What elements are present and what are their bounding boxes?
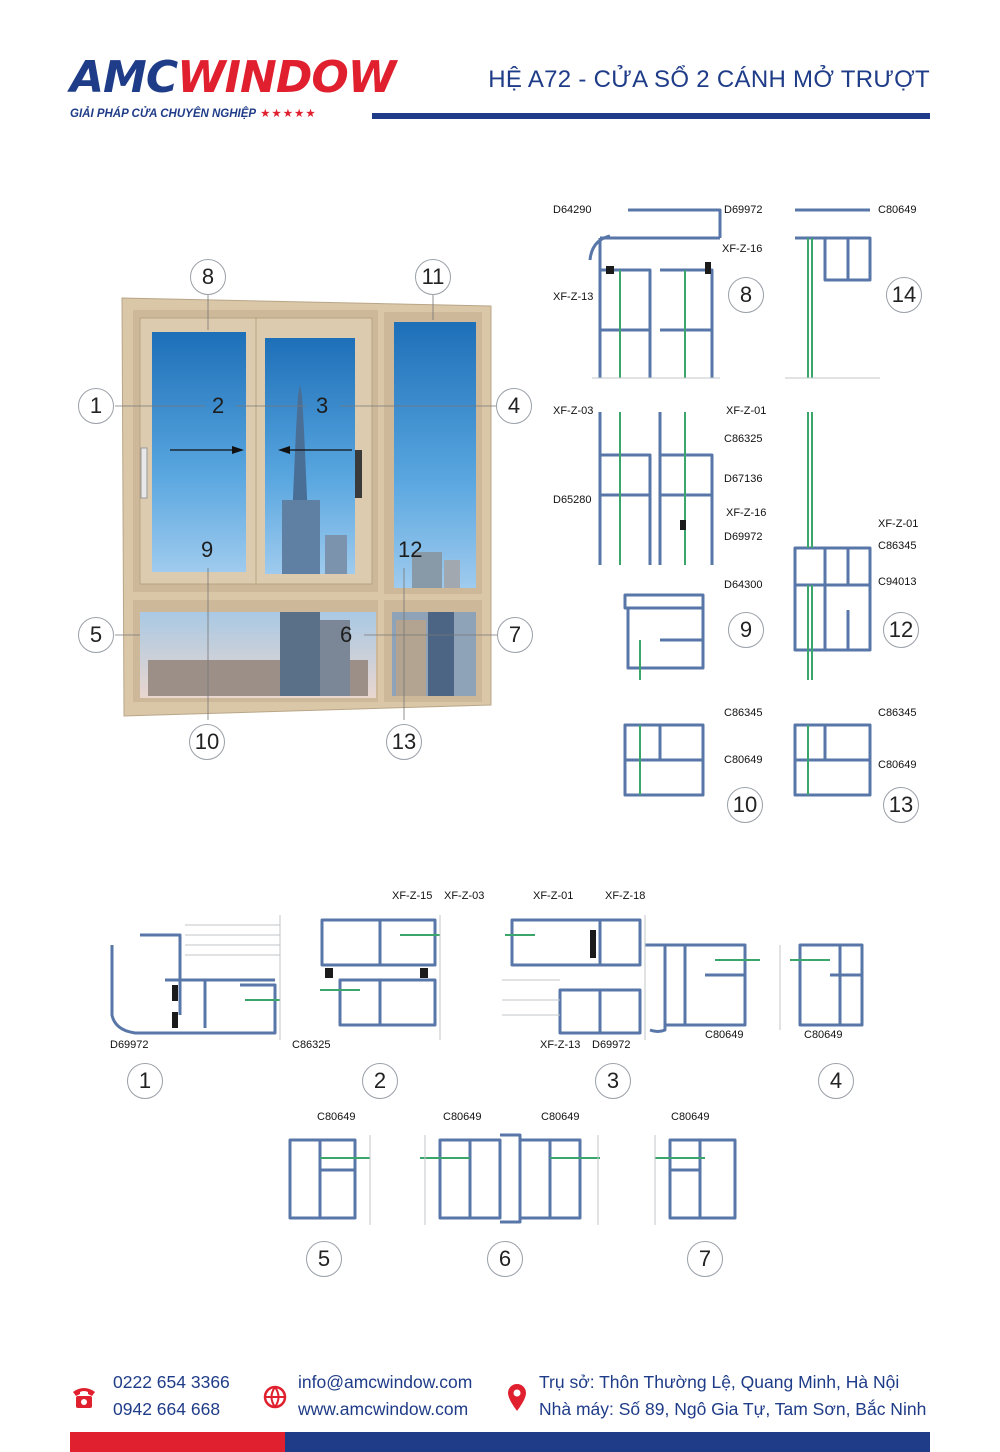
section-number-14: 14 — [886, 277, 922, 313]
address-head-office: Trụ sở: Thôn Thường Lệ, Quang Minh, Hà N… — [539, 1372, 900, 1392]
logo-tagline-text: GIẢI PHÁP CỬA CHUYÊN NGHIỆP — [70, 108, 257, 120]
callout-5: 5 — [78, 617, 114, 653]
logo-tagline: GIẢI PHÁP CỬA CHUYÊN NGHIỆP★★★★★ — [70, 106, 317, 120]
callout-3: 3 — [316, 393, 329, 418]
email-link[interactable]: info@amcwindow.com — [298, 1372, 473, 1392]
address-factory: Nhà máy: Số 89, Ngô Gia Tự, Tam Sơn, Bắc… — [539, 1399, 927, 1419]
phone-1[interactable]: 0222 654 3366 — [113, 1372, 230, 1392]
section-number-b7: 7 — [687, 1241, 723, 1277]
code-b2-2: C86325 — [292, 1039, 331, 1051]
section-number-b4: 4 — [818, 1063, 854, 1099]
callout-9: 9 — [201, 537, 214, 562]
code-b2-1: XF-Z-03 — [444, 890, 485, 902]
callout-2: 2 — [212, 393, 225, 418]
footer-bar-blue — [285, 1432, 930, 1452]
callout-4: 4 — [496, 388, 532, 424]
code-s12-1: C86345 — [878, 540, 917, 552]
phone-2[interactable]: 0942 664 668 — [113, 1399, 221, 1419]
location-pin-icon — [508, 1384, 526, 1411]
code-s9-5: XF-Z-16 — [726, 507, 767, 519]
page-footer: 0222 654 3366 0942 664 668 info@amcwindo… — [0, 1360, 1000, 1452]
callout-1: 1 — [78, 388, 114, 424]
brand-logo[interactable]: AMCWINDOW GIẢI PHÁP CỬA CHUYÊN NGHIỆP★★★… — [70, 52, 396, 122]
code-s9-0: XF-Z-03 — [553, 405, 594, 417]
code-b6-1: C80649 — [541, 1111, 580, 1123]
code-s8-2: XF-Z-16 — [722, 243, 763, 255]
section-number-9: 9 — [728, 612, 764, 648]
code-s9-1: XF-Z-01 — [726, 405, 767, 417]
code-b1-0: D69972 — [110, 1039, 149, 1051]
window-illustration — [115, 295, 497, 720]
code-b3-1: XF-Z-18 — [605, 890, 646, 902]
footer-bar-red — [70, 1432, 285, 1452]
code-b4-0: C80649 — [804, 1029, 843, 1041]
callout-11: 11 — [415, 259, 451, 295]
code-s8-1: D69972 — [724, 204, 763, 216]
code-s13-1: C80649 — [878, 759, 917, 771]
code-s13-0: C86345 — [878, 707, 917, 719]
code-s8-3: XF-Z-13 — [553, 291, 594, 303]
page-title: HỆ A72 - CỬA SỔ 2 CÁNH MỞ TRƯỢT — [488, 66, 930, 93]
section-number-b6: 6 — [487, 1241, 523, 1277]
globe-email-icon — [263, 1385, 287, 1409]
code-s14-0: C80649 — [878, 204, 917, 216]
section-number-8: 8 — [728, 277, 764, 313]
page-header: AMCWINDOW GIẢI PHÁP CỬA CHUYÊN NGHIỆP★★★… — [0, 0, 1000, 130]
section-number-10: 10 — [727, 787, 763, 823]
code-b3-3: D69972 — [592, 1039, 631, 1051]
code-b3b-0: C80649 — [705, 1029, 744, 1041]
callout-6: 6 — [340, 622, 353, 647]
section-drawings — [110, 208, 880, 1225]
callout-7: 7 — [497, 617, 533, 653]
code-s10-1: C80649 — [724, 754, 763, 766]
code-b3-0: XF-Z-01 — [533, 890, 574, 902]
logo-wordmark: AMCWINDOW — [70, 52, 396, 104]
section-number-12: 12 — [883, 612, 919, 648]
logo-amc: AMC — [70, 52, 178, 103]
logo-window: WINDOW — [177, 52, 396, 103]
code-s12-0: XF-Z-01 — [878, 518, 919, 530]
code-s9-6: D69972 — [724, 531, 763, 543]
code-s9-7: D64300 — [724, 579, 763, 591]
header-divider — [372, 113, 930, 119]
code-s9-3: D67136 — [724, 473, 763, 485]
callout-8: 8 — [190, 259, 226, 295]
code-b6-0: C80649 — [443, 1111, 482, 1123]
logo-stars: ★★★★★ — [260, 108, 317, 120]
section-number-b3: 3 — [595, 1063, 631, 1099]
callout-10: 10 — [189, 724, 225, 760]
code-s9-4: D65280 — [553, 494, 592, 506]
section-number-b2: 2 — [362, 1063, 398, 1099]
section-number-b5: 5 — [306, 1241, 342, 1277]
code-s10-0: C86345 — [724, 707, 763, 719]
code-s9-2: C86325 — [724, 433, 763, 445]
callout-12: 12 — [398, 537, 423, 562]
code-b3-2: XF-Z-13 — [540, 1039, 581, 1051]
code-s12-2: C94013 — [878, 576, 917, 588]
code-b5-0: C80649 — [317, 1111, 356, 1123]
section-number-b1: 1 — [127, 1063, 163, 1099]
code-s8-0: D64290 — [553, 204, 592, 216]
website-link[interactable]: www.amcwindow.com — [298, 1399, 469, 1419]
code-b7-0: C80649 — [671, 1111, 710, 1123]
phone-icon — [73, 1388, 95, 1408]
callout-13: 13 — [386, 724, 422, 760]
section-number-13: 13 — [883, 787, 919, 823]
code-b2-0: XF-Z-15 — [392, 890, 433, 902]
